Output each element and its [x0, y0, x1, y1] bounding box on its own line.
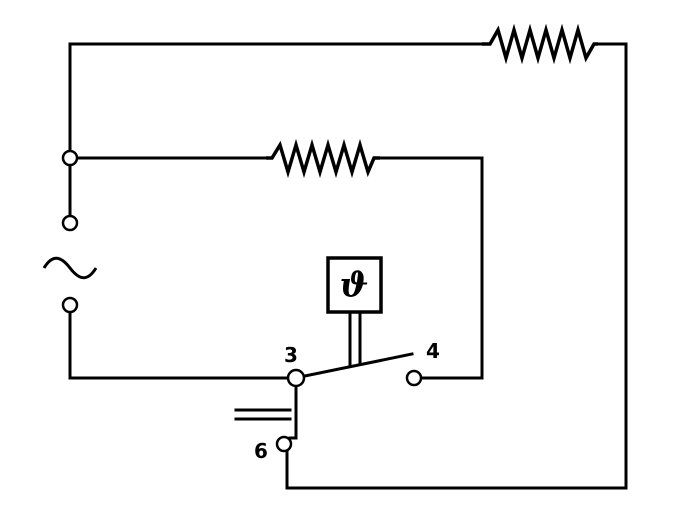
thermostat-box — [326, 256, 383, 314]
terminal-3-label: 3 — [284, 343, 298, 367]
switch-blade — [298, 352, 414, 379]
terminal-4 — [405, 369, 423, 387]
mechanical-latch — [234, 408, 292, 421]
upper-resistor — [482, 23, 598, 65]
terminal-3 — [286, 368, 306, 388]
terminal-junction — [61, 149, 79, 167]
middle-branch-wires — [75, 156, 484, 380]
terminal-4-label: 4 — [426, 339, 440, 363]
thermostat-symbol: ϑ — [340, 265, 369, 305]
outer-loop-wires — [68, 42, 628, 490]
terminal-supply-upper — [61, 214, 79, 232]
ac-source-icon — [42, 256, 98, 280]
middle-resistor — [266, 138, 380, 179]
terminal-6-label: 6 — [254, 439, 268, 463]
terminal-6 — [275, 435, 293, 453]
terminal-supply-lower — [61, 296, 79, 314]
supply-return-wire — [68, 310, 292, 380]
switch-common-wire — [288, 383, 298, 440]
thermostat-linkage — [348, 312, 362, 368]
